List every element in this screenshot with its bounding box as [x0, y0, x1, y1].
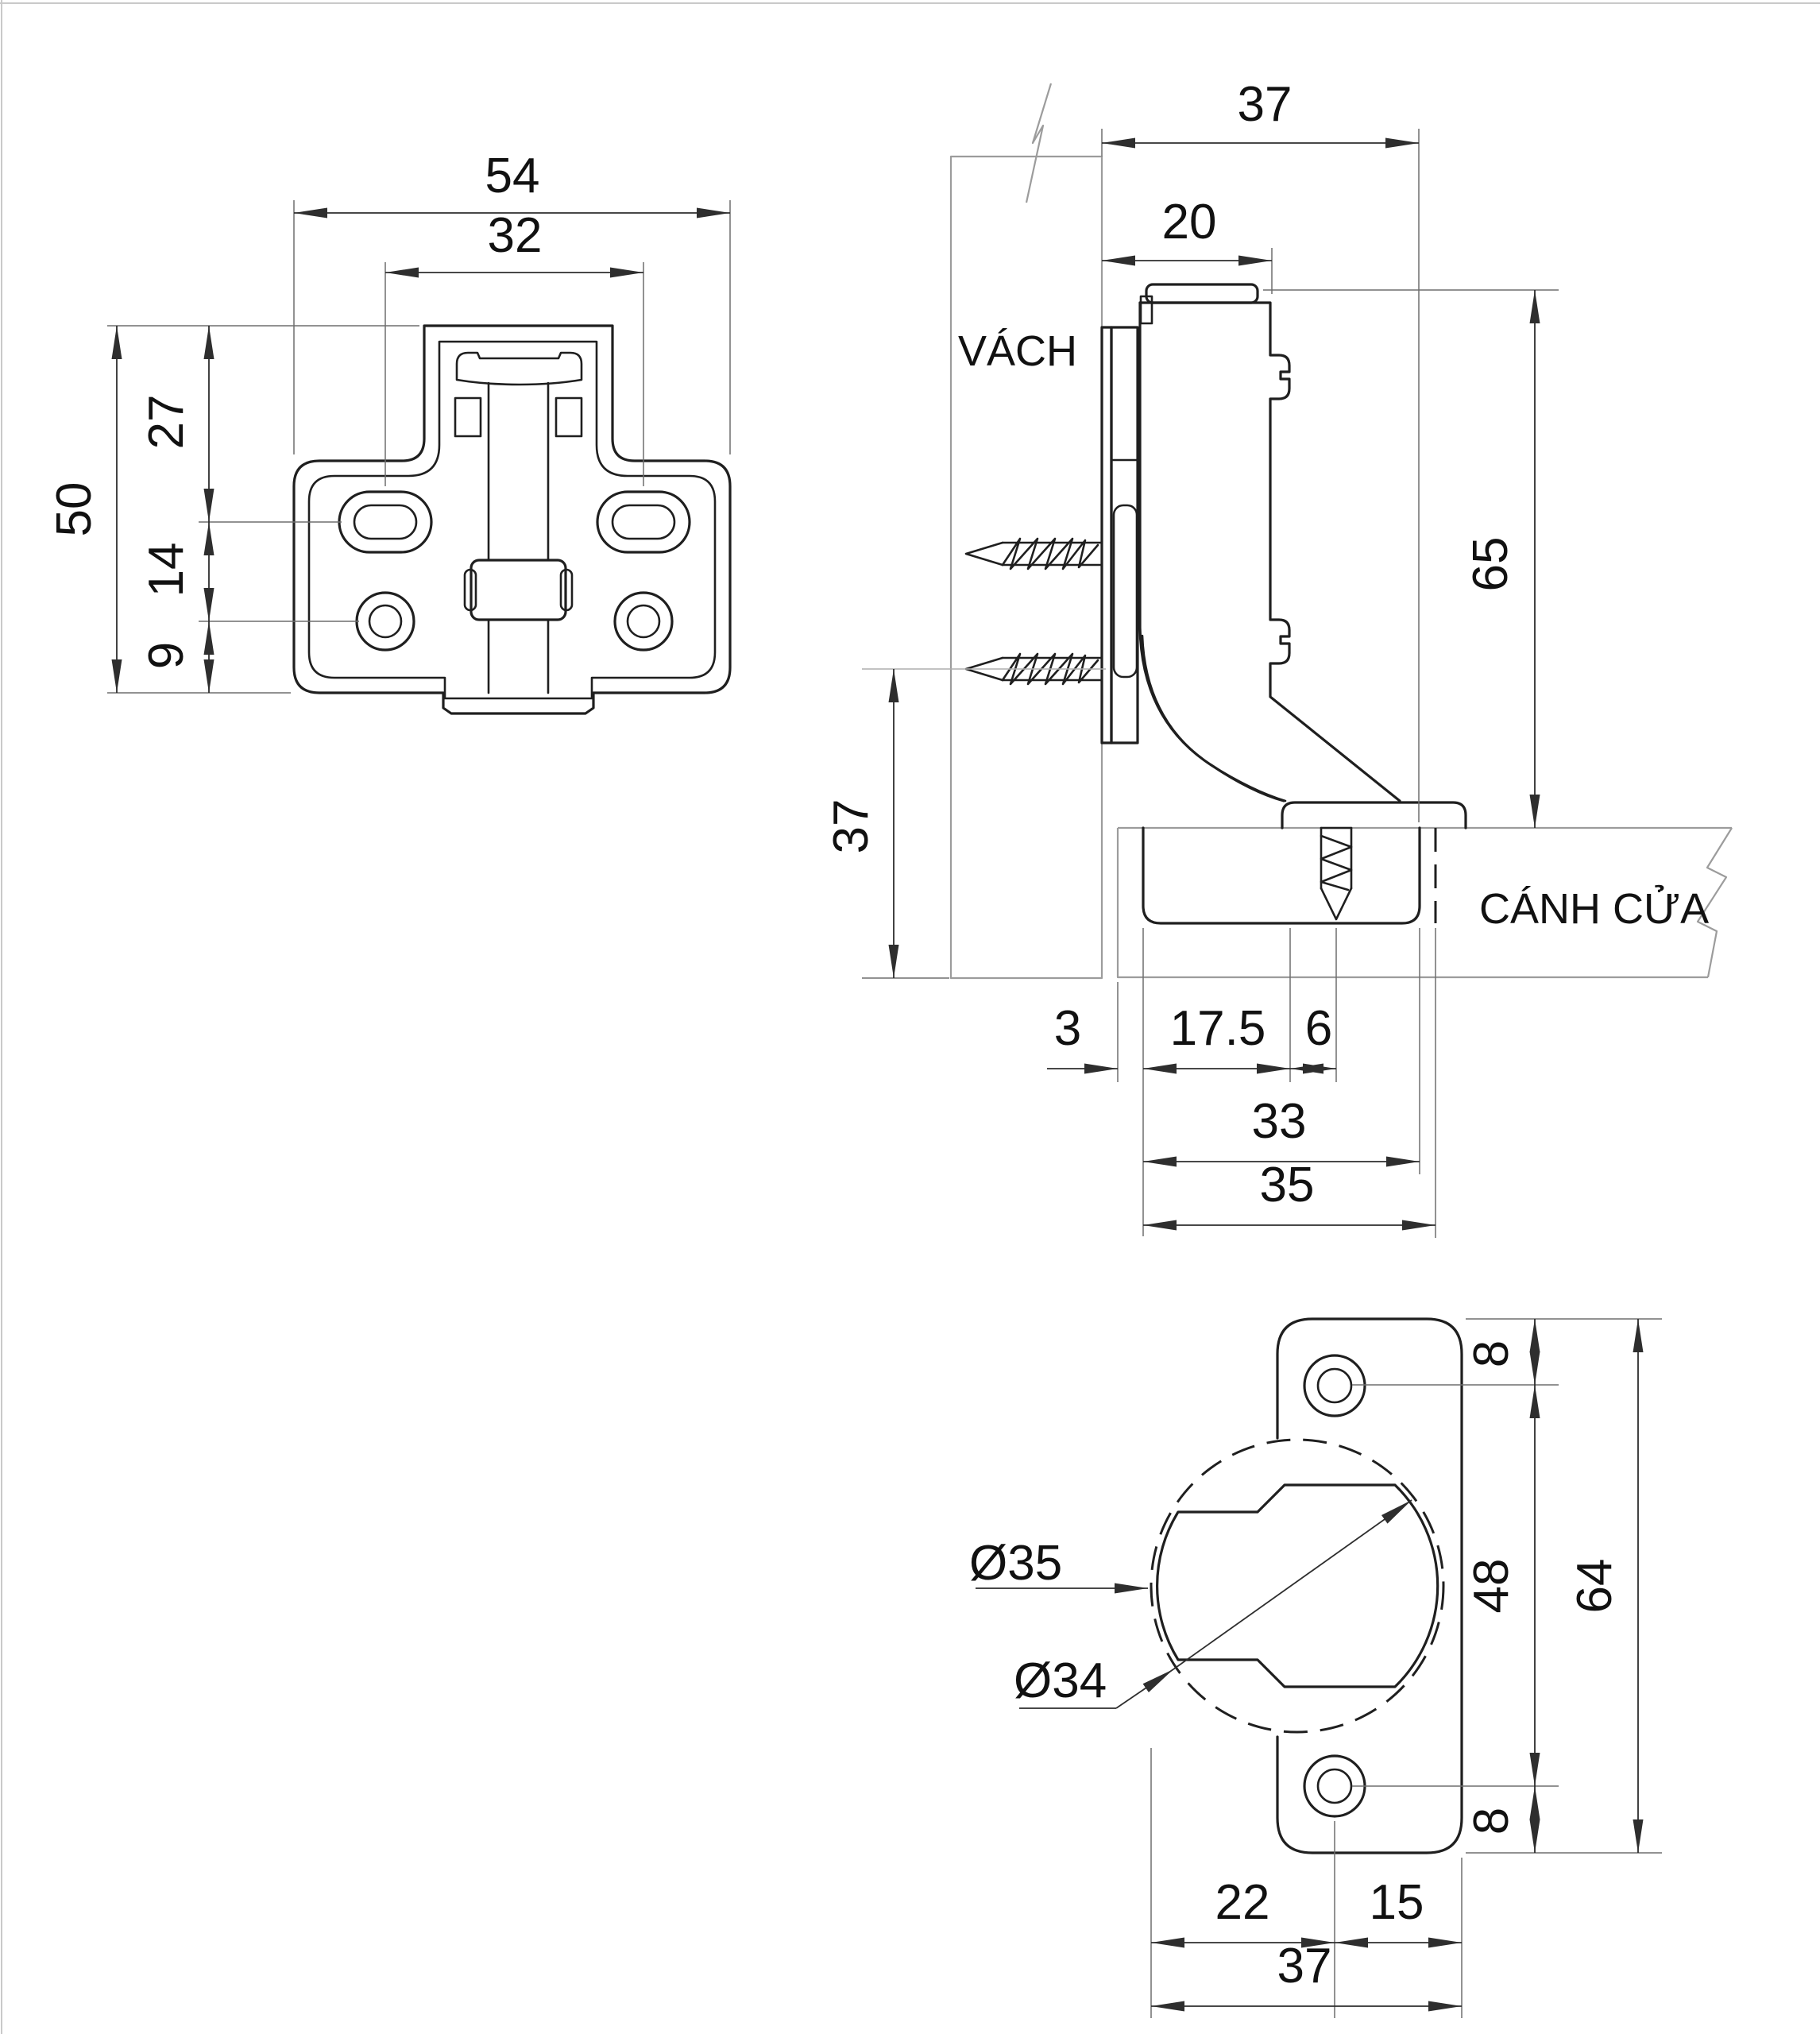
dim-slot-to-hole: 14 — [139, 543, 194, 597]
cup-plate-outline — [1276, 1317, 1463, 1854]
side-view: VÁCH CÁNH CỬA — [824, 77, 1733, 1238]
cup-screw-holes — [1303, 1354, 1366, 1818]
flange-circle — [1150, 1438, 1445, 1734]
dim-plate-width: 37 — [1277, 1939, 1332, 1993]
plate-inner-outline — [307, 340, 717, 700]
clamp-notch-left — [463, 568, 477, 612]
cup-cam-outline — [1155, 1483, 1439, 1688]
dim-wall-below-screw: 37 — [824, 799, 879, 854]
dim-edge-to-screw-axis: 22 — [1215, 1875, 1270, 1930]
dim-hole-to-bottom: 9 — [139, 642, 194, 669]
wall-break-icon — [1025, 83, 1053, 203]
dim-hole-to-bottom-edge: 8 — [1464, 1808, 1519, 1835]
adjuster-collar — [455, 351, 583, 386]
hinge-arm — [1138, 283, 1401, 802]
door-label: CÁNH CỬA — [1479, 885, 1709, 933]
mounting-plate-side — [1100, 295, 1287, 802]
right-window — [555, 396, 583, 438]
side-view-dimensions: 37 20 65 37 3 17.5 6 33 — [824, 77, 1559, 1238]
dim-cup-diameter: Ø34 — [1014, 1653, 1107, 1708]
dim-hole-spacing: 48 — [1464, 1559, 1519, 1614]
door-outline — [1116, 826, 1733, 979]
dim-overall-depth: 37 — [1238, 77, 1293, 132]
wall-label: VÁCH — [958, 327, 1077, 375]
dim-axis-to-right-edge: 15 — [1370, 1875, 1424, 1930]
dim-arm-depth: 20 — [1162, 195, 1217, 249]
dim-cup-body-width: 33 — [1252, 1094, 1307, 1149]
dim-slot-spacing: 32 — [488, 208, 543, 263]
door-break-icon — [1696, 827, 1733, 978]
dim-plate-height: 50 — [47, 482, 102, 537]
wall-outline — [949, 83, 1103, 980]
dim-edge-to-cup-center: 17.5 — [1170, 1001, 1266, 1056]
dim-top-to-slot: 27 — [139, 395, 194, 450]
dim-plate-height: 64 — [1567, 1559, 1622, 1614]
clamp-notch-right — [559, 568, 574, 612]
dim-cup-flange-width: 35 — [1260, 1158, 1315, 1212]
cup-view-dimensions: 8 48 8 64 22 15 37 — [1150, 1318, 1662, 2018]
slotted-holes — [338, 490, 691, 554]
front-view-dimensions: 54 32 50 27 14 9 — [47, 149, 731, 694]
left-window — [454, 396, 482, 438]
round-holes — [355, 591, 674, 652]
clamp-block — [469, 559, 567, 621]
diameter-callouts: Ø35 Ø34 — [969, 1499, 1412, 1709]
cup-side — [1142, 801, 1467, 925]
center-stem — [487, 381, 550, 694]
dim-overall-height: 65 — [1463, 537, 1518, 592]
cup-screw — [1320, 826, 1353, 921]
dim-door-gap: 3 — [1054, 1001, 1081, 1056]
front-view: 54 32 50 27 14 9 — [47, 149, 732, 715]
dim-plate-width: 54 — [485, 149, 540, 203]
dim-top-edge-to-hole: 8 — [1464, 1340, 1519, 1367]
dim-center-to-screw: 6 — [1305, 1001, 1332, 1056]
wall-screw-upper — [964, 537, 1103, 570]
cup-view: Ø35 Ø34 8 48 8 64 22 — [969, 1317, 1662, 2018]
plate-outer-outline — [292, 324, 732, 715]
dim-flange-diameter: Ø35 — [969, 1536, 1062, 1591]
